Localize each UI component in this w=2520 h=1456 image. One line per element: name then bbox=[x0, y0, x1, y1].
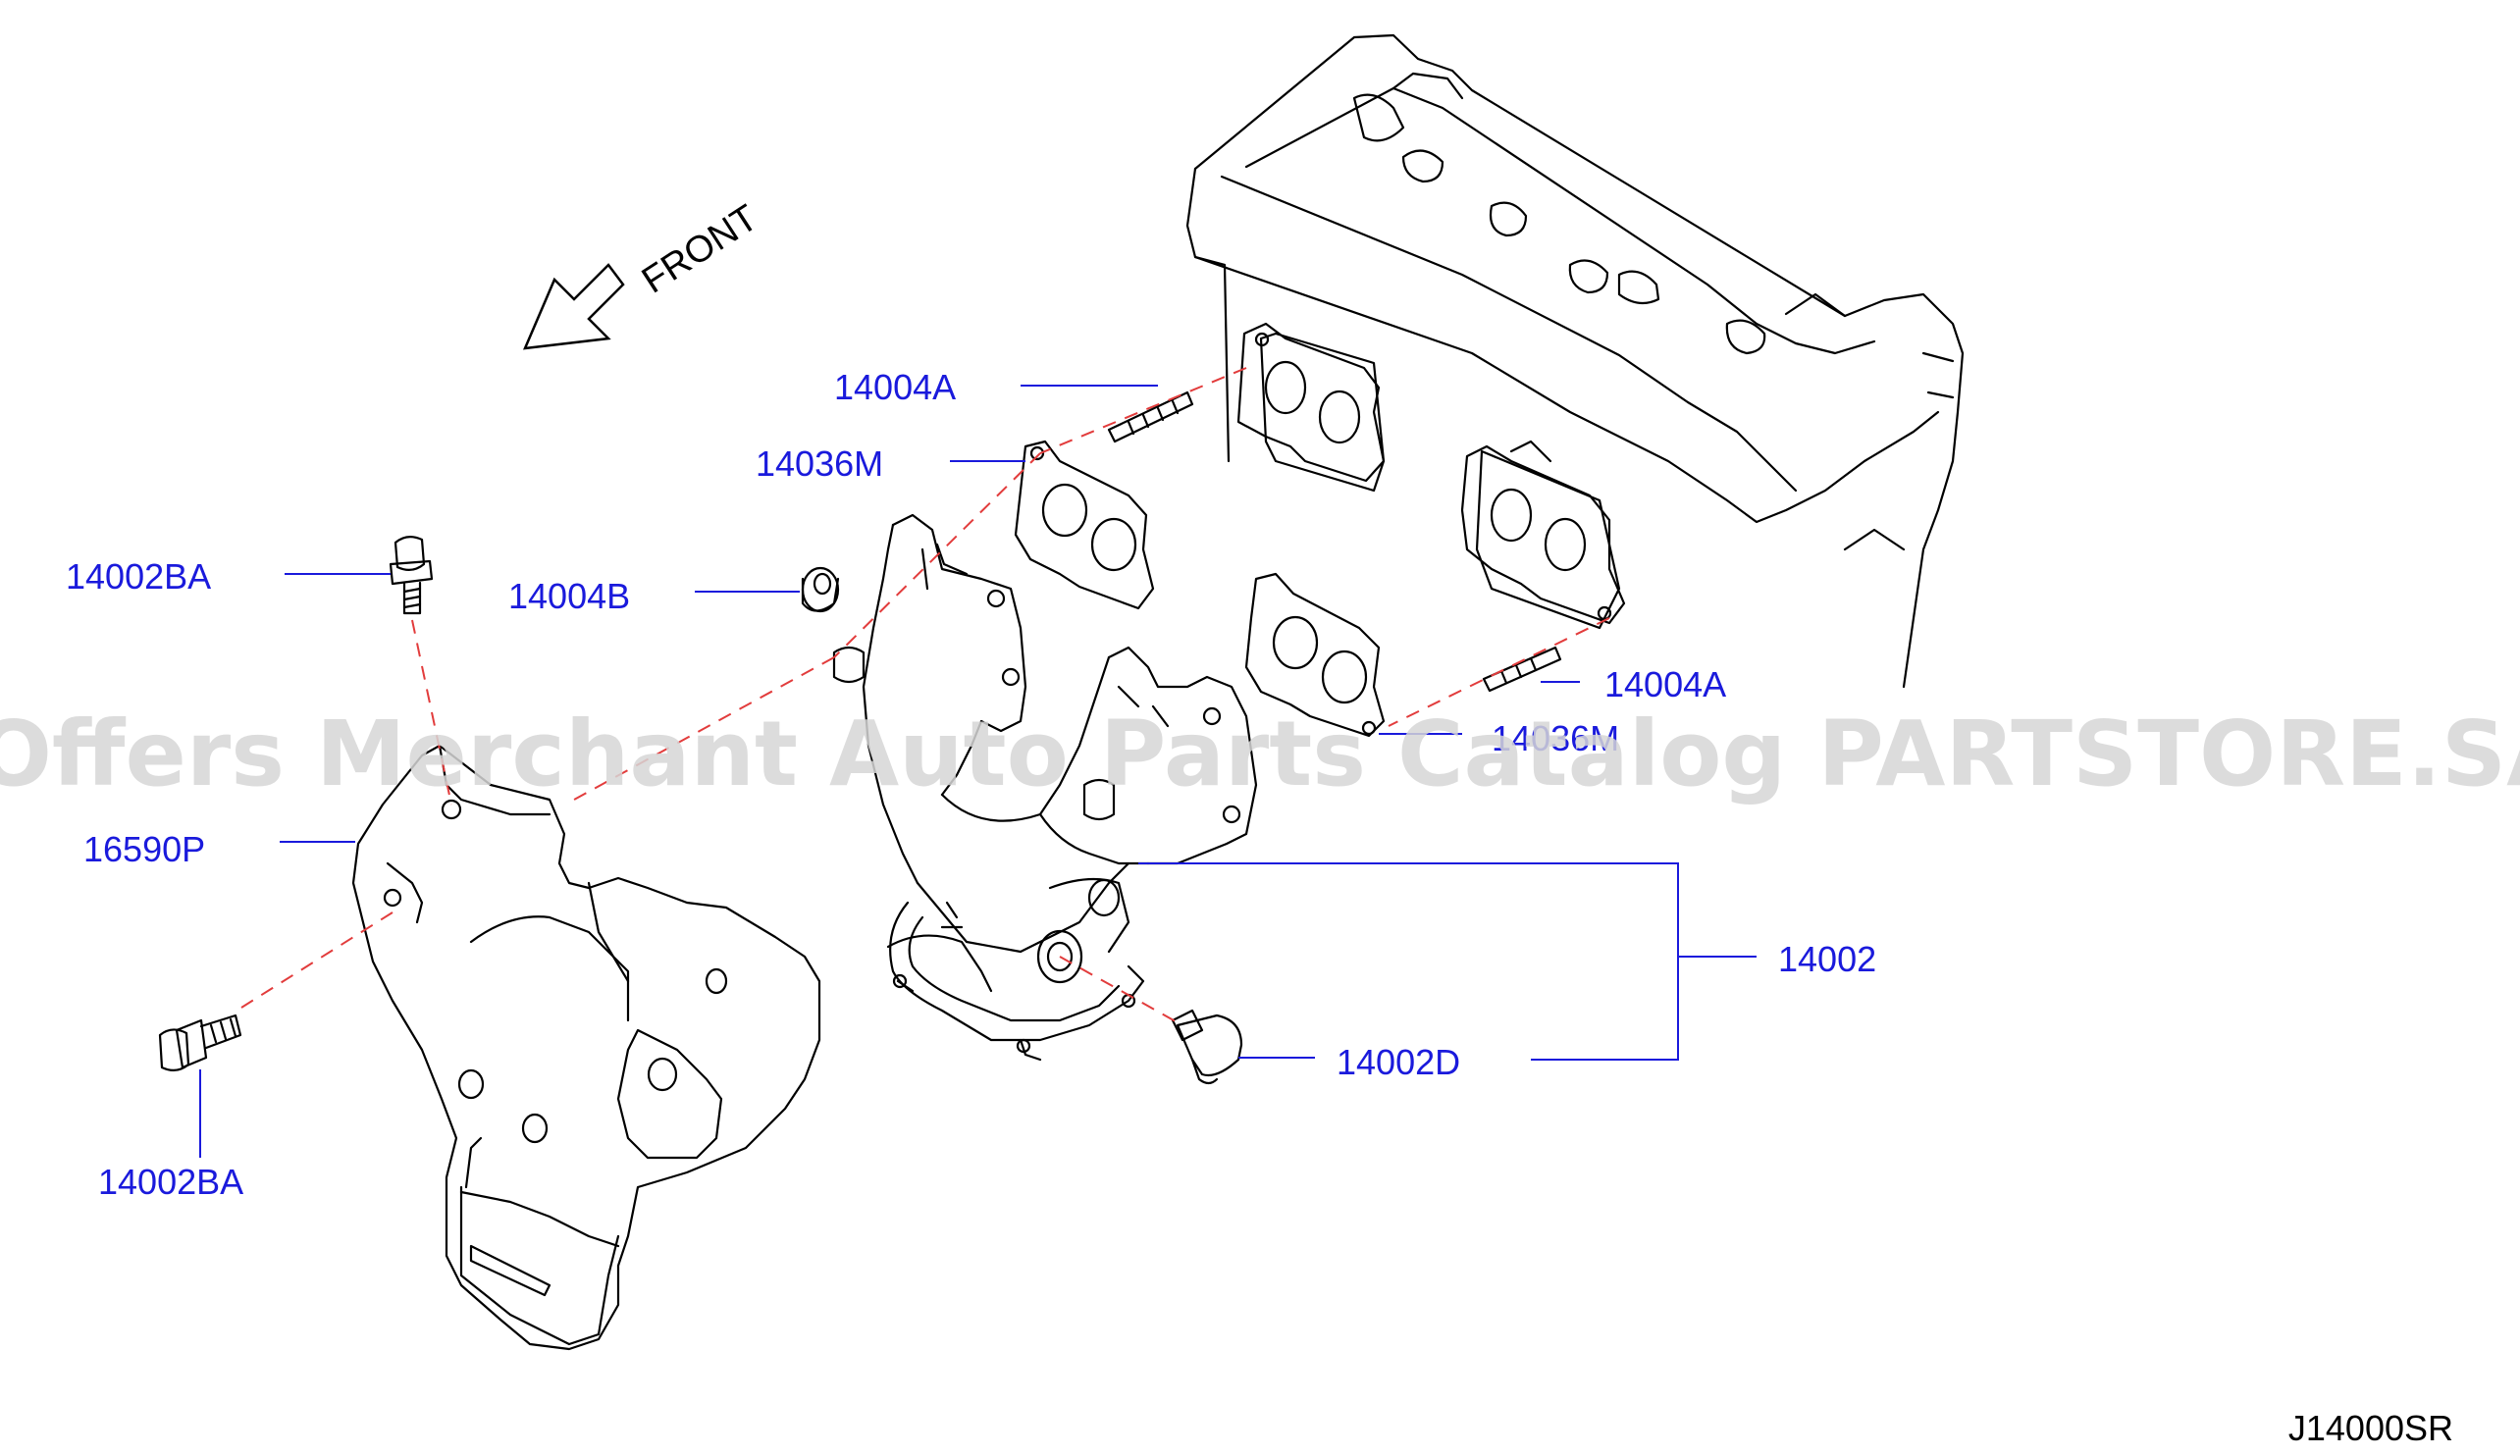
gasket-14036m-upper-drawing bbox=[1014, 440, 1155, 610]
diagram-code: J14000SR bbox=[2288, 1408, 2453, 1448]
bolt-14002ba-upper-drawing bbox=[389, 536, 434, 615]
callout-14004a-lower: 14004A bbox=[1604, 664, 1726, 704]
callout-14002d: 14002D bbox=[1337, 1042, 1460, 1082]
cylinder-head-drawing bbox=[1185, 33, 1965, 689]
callout-14002ba-lower: 14002BA bbox=[98, 1162, 243, 1202]
bolt-14002d-drawing bbox=[1171, 1009, 1243, 1085]
callout-14036m-lower: 14036M bbox=[1492, 718, 1619, 758]
callout-14004a-upper: 14004A bbox=[834, 367, 956, 407]
exhaust-manifold-drawing bbox=[832, 513, 1258, 1062]
heat-shield-drawing bbox=[351, 744, 821, 1351]
nut-14004b-drawing bbox=[801, 566, 840, 613]
manifold-gasket-upper bbox=[1236, 322, 1386, 483]
manifold-gasket-lower bbox=[1460, 444, 1626, 625]
front-arrow-icon bbox=[522, 263, 625, 350]
watermark-text: Offers Merchant Auto Parts Catalog PARTS… bbox=[0, 702, 2520, 806]
callout-14002ba-upper: 14002BA bbox=[66, 556, 211, 597]
leader-lines bbox=[199, 385, 1757, 1158]
callout-14036m-upper: 14036M bbox=[756, 443, 883, 484]
alignment-lines bbox=[233, 367, 1610, 1026]
callout-16590p: 16590P bbox=[83, 829, 205, 869]
stud-14004a-lower-drawing bbox=[1482, 646, 1562, 693]
callout-14002: 14002 bbox=[1778, 939, 1876, 979]
stud-14004a-upper-drawing bbox=[1107, 390, 1194, 443]
front-direction-label: FRONT bbox=[635, 197, 765, 302]
callout-14004b: 14004B bbox=[508, 576, 630, 616]
bolt-14002ba-lower-drawing bbox=[158, 1014, 242, 1071]
gasket-14036m-lower-drawing bbox=[1244, 572, 1386, 738]
